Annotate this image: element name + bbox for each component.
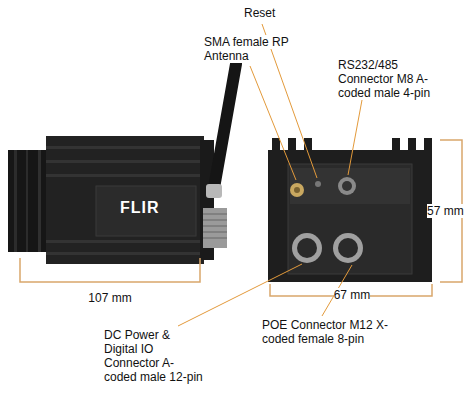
- dimension-brackets: [20, 140, 462, 296]
- label-text: Reset: [244, 6, 275, 20]
- dc-connector: [292, 233, 322, 263]
- label-text: POE Connector M12 X-coded female 8-pin: [262, 318, 388, 346]
- camera-body: [46, 136, 204, 264]
- sma-connector: [290, 183, 304, 197]
- rear-housing: [268, 150, 432, 282]
- poe-connector: [333, 233, 363, 263]
- leader-lines: [178, 24, 362, 326]
- label-text: 57 mm: [427, 204, 464, 218]
- label-text: SMA female RP Antenna: [204, 35, 289, 63]
- label-text: DC Power & Digital IO Connector A-coded …: [104, 328, 203, 384]
- label-text: 107 mm: [88, 291, 131, 305]
- part-label: SMA female RP Antenna: [204, 35, 300, 63]
- label-text: RS232/485 Connector M8 A-coded male 4-pi…: [338, 58, 430, 100]
- m8-connector: [338, 177, 356, 195]
- lens: [8, 150, 48, 252]
- dimension-label: 67 mm: [322, 288, 382, 302]
- reset-button: [315, 181, 321, 187]
- brand-logo: FLIR: [120, 201, 180, 215]
- label-text: 67 mm: [334, 288, 371, 302]
- label-text: FLIR: [120, 199, 160, 216]
- dimension-label: 107 mm: [80, 291, 140, 305]
- part-label: POE Connector M12 X-coded female 8-pin: [262, 318, 392, 346]
- antenna: [214, 64, 236, 188]
- part-label: RS232/485 Connector M8 A-coded male 4-pi…: [338, 58, 442, 100]
- dimension-label: 57 mm: [427, 204, 471, 218]
- part-label: DC Power & Digital IO Connector A-coded …: [104, 328, 204, 384]
- part-label: Reset: [244, 6, 304, 20]
- m12-connector: [203, 208, 227, 248]
